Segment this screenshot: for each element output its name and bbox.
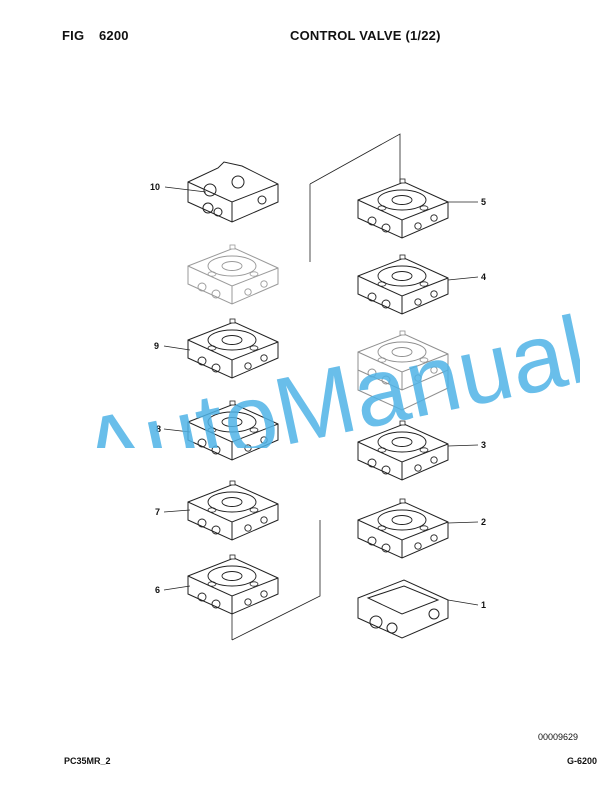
- footer-model: PC35MR_2: [64, 756, 111, 766]
- callout-8: 8: [156, 424, 161, 434]
- page-title: CONTROL VALVE (1/22): [290, 28, 441, 43]
- footer-page-id: G-6200: [567, 756, 598, 766]
- part-6-section: [187, 554, 279, 615]
- part-8-section: [187, 400, 279, 461]
- callout-1: 1: [481, 600, 486, 610]
- part-3-section: [357, 420, 449, 481]
- part-9-section: [187, 318, 279, 379]
- callout-10: 10: [150, 182, 160, 192]
- part-10-cover: [187, 161, 279, 223]
- figure-number: 6200: [99, 28, 129, 43]
- callout-3: 3: [481, 440, 486, 450]
- callout-2: 2: [481, 517, 486, 527]
- part-7-section: [187, 480, 279, 541]
- part-ghost-section: [187, 244, 279, 305]
- image-number: 00009629: [538, 732, 579, 742]
- callout-5: 5: [481, 197, 486, 207]
- figure-label: FIG: [62, 28, 85, 43]
- part-2-section: [357, 498, 449, 559]
- part-1-inlet: [357, 579, 449, 639]
- callout-4: 4: [481, 272, 486, 282]
- callout-7: 7: [155, 507, 160, 517]
- callout-6: 6: [155, 585, 160, 595]
- callout-9: 9: [154, 341, 159, 351]
- part-4-section: [357, 254, 449, 315]
- part-ghost-section-2: [357, 330, 449, 411]
- part-5-section: [357, 178, 449, 239]
